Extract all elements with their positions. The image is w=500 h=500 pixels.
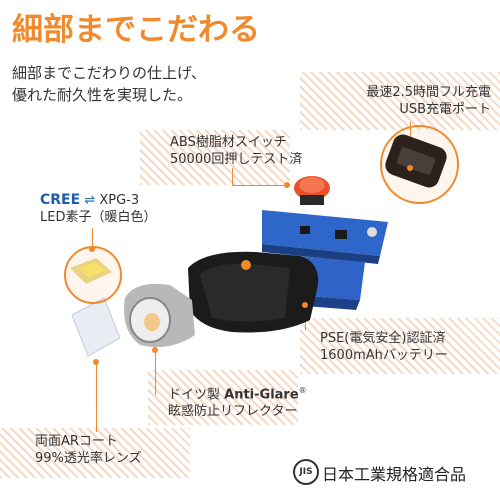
lens-image bbox=[71, 297, 121, 357]
led-brand-row: CREE ⇌ XPG-3 bbox=[40, 192, 156, 209]
battery-callout-dot bbox=[302, 302, 308, 308]
battery-line-1: PSE(電気安全)認証済 bbox=[320, 331, 446, 346]
subtitle-line-1: 細部までこだわりの仕上げ、 bbox=[12, 64, 206, 82]
led-callout: CREE ⇌ XPG-3 LED素子（暖白色） bbox=[40, 192, 156, 226]
switch-leader-h bbox=[232, 185, 287, 186]
page-title: 細部までこだわる bbox=[12, 12, 260, 48]
battery-callout-bg bbox=[300, 318, 500, 374]
lens-callout-bg bbox=[0, 428, 190, 478]
jis-mark-icon: JIS bbox=[293, 459, 319, 485]
led-highlight-ring bbox=[64, 246, 122, 304]
switch-line-1: ABS樹脂材スイッチ bbox=[170, 135, 287, 150]
usb-highlight-ring bbox=[380, 125, 459, 204]
battery-image bbox=[255, 252, 365, 310]
reflector-line-2: 眩惑防止リフレクター bbox=[168, 404, 298, 420]
switch-callout-dot bbox=[284, 182, 290, 188]
lens-callout: 両面ARコート 99%透光率レンズ bbox=[35, 433, 142, 467]
battery-leader bbox=[305, 305, 306, 330]
anti-glare-brand: Anti-Glare bbox=[224, 387, 299, 403]
led-line-2: LED素子（暖白色） bbox=[40, 210, 157, 225]
switch-leader-v bbox=[232, 168, 233, 185]
battery-callout: PSE(電気安全)認証済 1600mAhバッテリー bbox=[320, 330, 448, 364]
reflector-line-1: ドイツ製 Anti-Glare® bbox=[168, 382, 307, 403]
led-model: XPG-3 bbox=[99, 193, 140, 208]
led-leader bbox=[92, 228, 93, 248]
switch-callout-bg bbox=[140, 130, 290, 185]
lens-line-2: 99%透光率レンズ bbox=[35, 451, 142, 466]
switch-line-2: 50000回押しテスト済 bbox=[170, 152, 303, 167]
circuit-board-image bbox=[262, 210, 388, 264]
lens-callout-dot bbox=[93, 359, 99, 365]
cree-logo: CREE bbox=[40, 192, 81, 208]
jis-certification-text: 日本工業規格適合品 bbox=[322, 465, 467, 484]
cree-chevron-icon: ⇌ bbox=[84, 193, 96, 208]
battery-line-2: 1600mAhバッテリー bbox=[320, 348, 448, 363]
lens-leader bbox=[96, 362, 97, 432]
reflector-callout: ドイツ製 Anti-Glare® 眩惑防止リフレクター bbox=[168, 382, 307, 420]
switch-button-image bbox=[294, 176, 330, 205]
reflector-callout-dot bbox=[152, 347, 158, 353]
usb-line-1: 最速2.5時間フル充電 bbox=[366, 85, 491, 100]
switch-callout: ABS樹脂材スイッチ 50000回押しテスト済 bbox=[170, 134, 302, 168]
reflector-callout-bg bbox=[148, 370, 298, 425]
headlamp-body-image bbox=[188, 251, 319, 333]
registered-mark: ® bbox=[298, 386, 307, 395]
subtitle: 細部までこだわりの仕上げ、 優れた耐久性を実現した。 bbox=[12, 62, 206, 106]
usb-callout-bg bbox=[300, 72, 500, 130]
subtitle-line-2: 優れた耐久性を実現した。 bbox=[12, 86, 193, 104]
usb-line-2: USB充電ポート bbox=[399, 102, 491, 117]
usb-callout: 最速2.5時間フル充電 USB充電ポート bbox=[326, 84, 491, 118]
reflector-origin: ドイツ製 bbox=[168, 387, 225, 403]
lens-line-1: 両面ARコート bbox=[35, 434, 118, 449]
reflector-leader bbox=[155, 350, 156, 395]
lamp-head-image bbox=[124, 283, 195, 348]
